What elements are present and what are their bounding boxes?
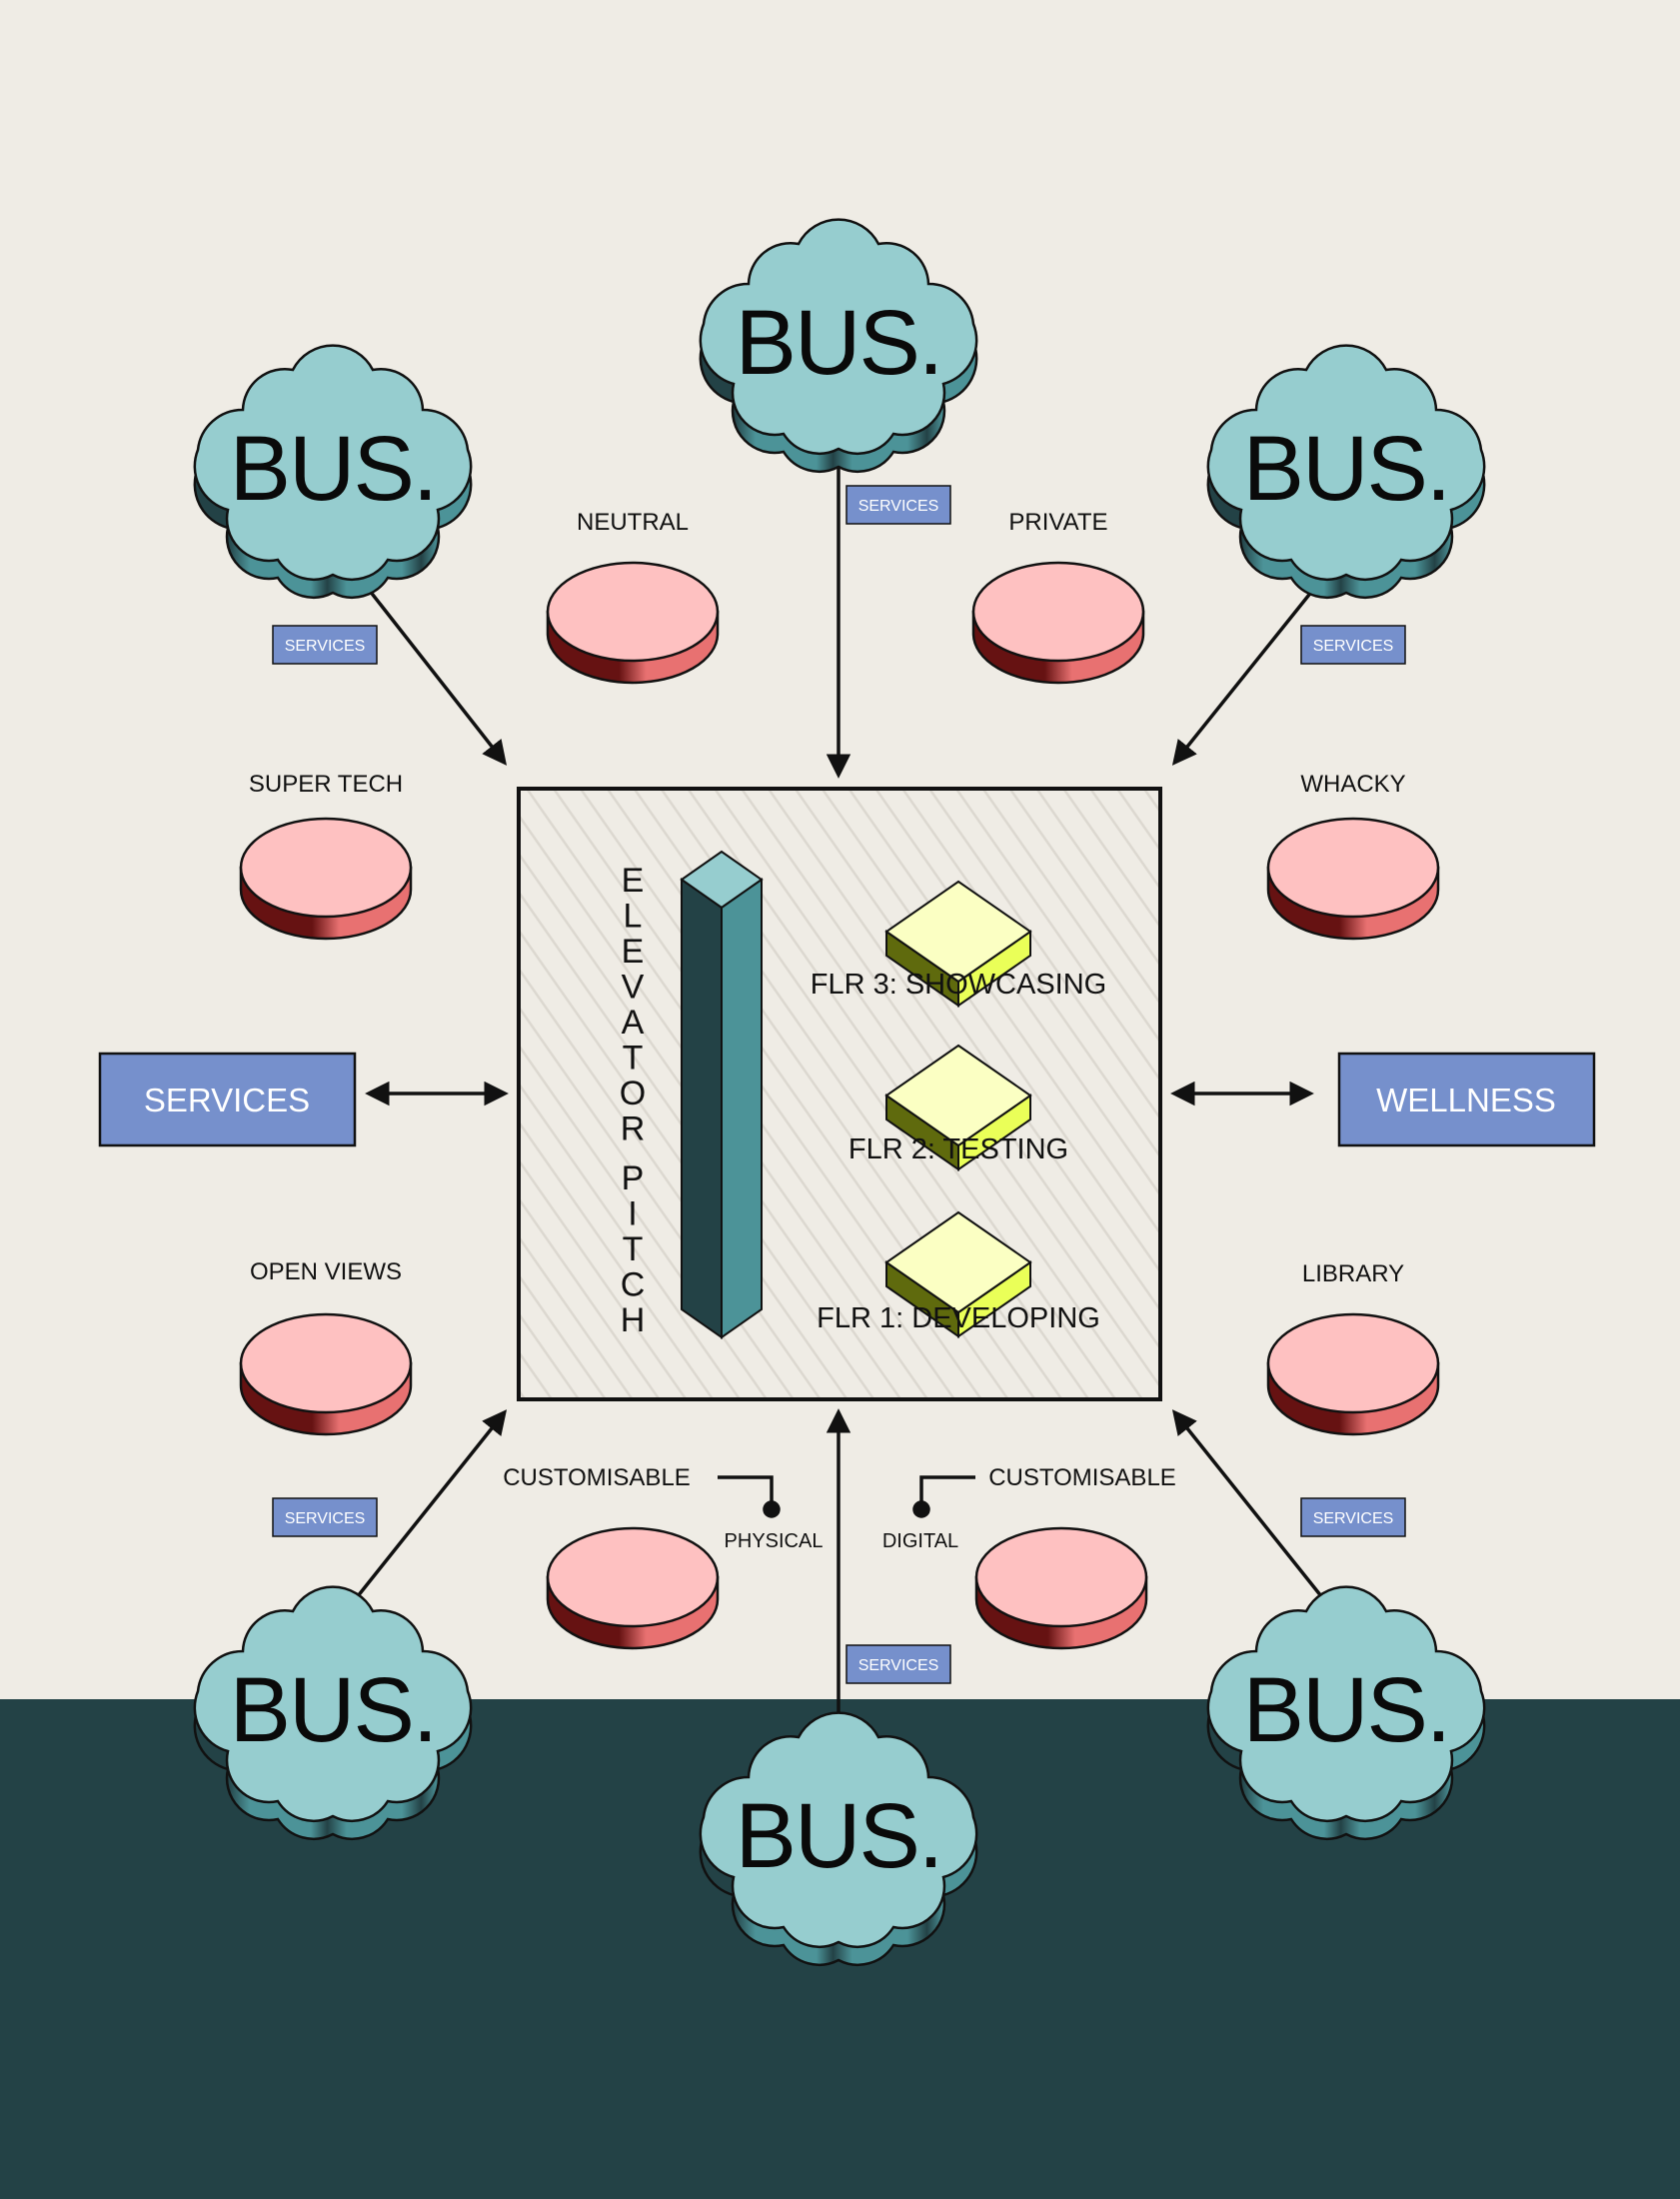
services-badge-top-left[interactable]: SERVICES: [272, 625, 378, 665]
disc-label: CUSTOMISABLE: [988, 1464, 1176, 1491]
services-badge-bottom-right[interactable]: SERVICES: [1300, 1497, 1406, 1537]
disc-label: PRIVATE: [1008, 509, 1107, 536]
cloud-top-center[interactable]: BUS.: [699, 218, 978, 473]
floor-block-1: [884, 1210, 1032, 1338]
services-box-label: SERVICES: [144, 1082, 310, 1118]
vertical-title-letter: I: [628, 1195, 637, 1233]
wellness-box[interactable]: WELLNESS: [1337, 1052, 1596, 1147]
disc-neutral[interactable]: [546, 561, 720, 685]
badge-label: SERVICES: [285, 638, 366, 655]
leader-digital: [919, 1475, 975, 1509]
vertical-title-letter: P: [622, 1159, 645, 1197]
badge-label: SERVICES: [858, 498, 939, 515]
cloud-top-left[interactable]: BUS.: [193, 344, 473, 599]
services-badge-bottom-left[interactable]: SERVICES: [272, 1497, 378, 1537]
vertical-title-letter: E: [622, 933, 645, 971]
floor-block-3: [884, 880, 1032, 1008]
clouds: BUS. BUS. BUS. BUS. BUS. BUS.: [193, 218, 1486, 1966]
disc-sublabel: DIGITAL: [882, 1530, 958, 1552]
cloud-bottom-center[interactable]: BUS.: [699, 1711, 978, 1966]
vertical-title-letter: H: [621, 1301, 646, 1339]
vertical-title-letter: T: [623, 1230, 644, 1268]
disc-label: LIBRARY: [1302, 1260, 1404, 1287]
elevator-tower: [680, 850, 764, 1339]
badge-label: SERVICES: [858, 1657, 939, 1674]
disc-sublabel: PHYSICAL: [725, 1530, 824, 1552]
badge-label: SERVICES: [285, 1510, 366, 1527]
disc-label: CUSTOMISABLE: [503, 1464, 691, 1491]
leader-physical-dot: [763, 1500, 781, 1518]
services-badges: SERVICES SERVICES SERVICES SERVICES SERVICES…: [272, 485, 1406, 1684]
floor-label: FLR 3: SHOWCASING: [811, 969, 1107, 1001]
vertical-title-letter: E: [622, 862, 645, 900]
vertical-title-letter: T: [623, 1040, 644, 1078]
disc-label: SUPER TECH: [249, 771, 403, 798]
disc-library[interactable]: [1266, 1312, 1440, 1436]
vertical-title-letter: C: [621, 1266, 646, 1304]
vertical-title-letter: V: [622, 969, 645, 1007]
disc-label: WHACKY: [1300, 771, 1405, 798]
customisable-leaders: [718, 1475, 975, 1518]
cloud-label: BUS.: [230, 418, 437, 520]
vertical-title-letter: L: [624, 898, 643, 936]
floor-label: FLR 1: DEVELOPING: [817, 1302, 1100, 1334]
disc-open-views[interactable]: [239, 1312, 413, 1436]
disc-label: OPEN VIEWS: [250, 1258, 402, 1285]
disc-customisable-physical[interactable]: [546, 1526, 720, 1650]
leader-digital-dot: [912, 1500, 930, 1518]
badge-label: SERVICES: [1313, 1510, 1394, 1527]
cloud-label: BUS.: [736, 1785, 942, 1887]
vertical-title-letter: A: [622, 1004, 645, 1042]
elevator-pitch-panel: [517, 787, 1162, 1401]
services-badge-bottom-center[interactable]: SERVICES: [845, 1644, 951, 1684]
services-box[interactable]: SERVICES: [98, 1052, 357, 1147]
cloud-label: BUS.: [230, 1659, 437, 1761]
cloud-label: BUS.: [1243, 1659, 1450, 1761]
floors: FLR 3: SHOWCASING FLR 2: TESTING FLR 1: DE…: [811, 880, 1107, 1338]
disc-super-tech[interactable]: [239, 817, 413, 941]
disc-label: NEUTRAL: [577, 509, 689, 536]
cloud-label: BUS.: [1243, 418, 1450, 520]
leader-physical: [718, 1475, 774, 1509]
services-badge-top-center[interactable]: SERVICES: [845, 485, 951, 525]
disc-private[interactable]: [971, 561, 1145, 685]
cloud-top-right[interactable]: BUS.: [1206, 344, 1486, 599]
cloud-bottom-right[interactable]: BUS.: [1206, 1585, 1486, 1840]
floor-label: FLR 2: TESTING: [848, 1133, 1068, 1165]
cloud-label: BUS.: [736, 292, 942, 394]
services-badge-top-right[interactable]: SERVICES: [1300, 625, 1406, 665]
cloud-bottom-left[interactable]: BUS.: [193, 1585, 473, 1840]
wellness-box-label: WELLNESS: [1376, 1082, 1556, 1118]
disc-customisable-digital[interactable]: [974, 1526, 1148, 1650]
floor-block-2: [884, 1044, 1032, 1171]
badge-label: SERVICES: [1313, 638, 1394, 655]
vertical-title-letter: R: [621, 1110, 646, 1148]
disc-whacky[interactable]: [1266, 817, 1440, 941]
vertical-title-letter: O: [620, 1075, 646, 1112]
